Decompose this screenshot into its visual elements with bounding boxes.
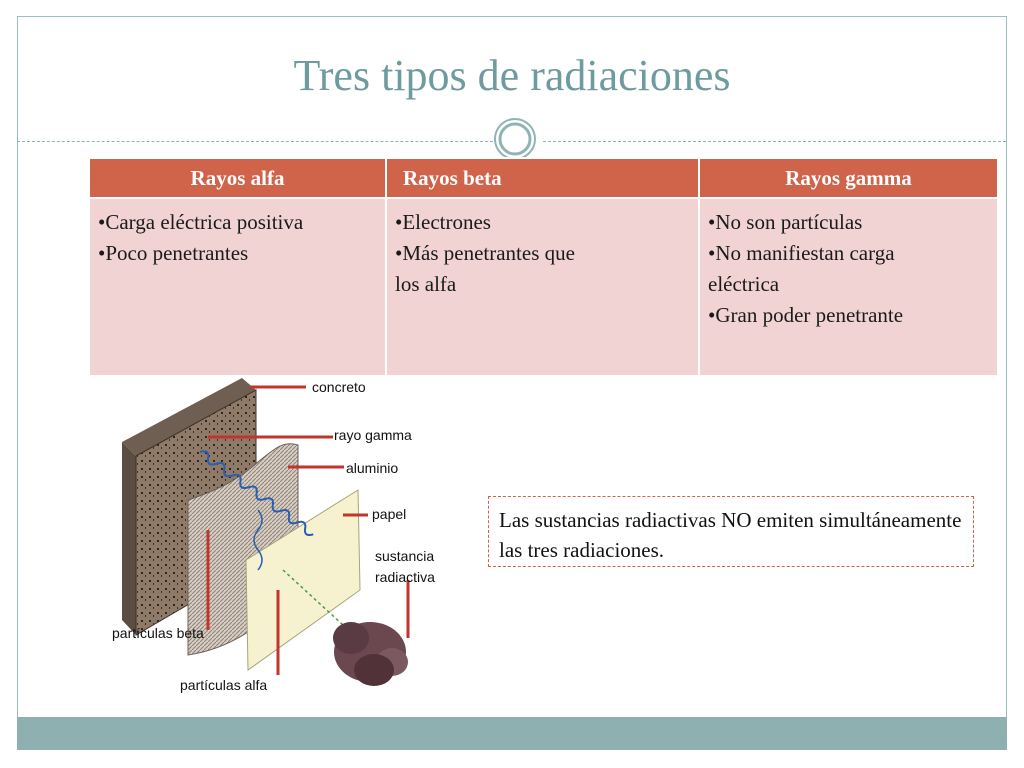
table-header-row: Rayos alfa Rayos beta Rayos gamma [88,157,999,199]
slide-border-left [17,16,18,746]
table-row: •Carga eléctrica positiva •Poco penetran… [88,197,999,377]
gamma-line-4: •Gran poder penetrante [708,303,904,327]
label-radiactiva: radiactiva [375,569,435,585]
beta-particle-path [253,509,263,571]
alpha-line-2: •Poco penetrantes [98,241,249,265]
alpha-particle-path [282,569,344,626]
label-leaders [206,385,410,675]
gamma-line-2: •No manifiestan carga [708,241,895,265]
radiation-penetration-diagram: concreto rayo gamma aluminio papel susta… [112,378,435,693]
radioactive-substance [333,622,408,686]
gamma-line-1: •No son partículas [708,210,863,234]
beta-line-2: •Más penetrantes que [395,241,575,265]
header-gamma: Rayos gamma [698,157,999,199]
gamma-line-3: eléctrica [708,272,780,296]
cell-beta: •Electrones •Más penetrantes que los alf… [385,197,700,377]
slide-title: Tres tipos de radiaciones [293,51,731,100]
label-rayo-gamma: rayo gamma [334,427,412,443]
paper-sheet [245,489,361,671]
slide-border-top [17,16,1007,17]
header-alpha: Rayos alfa [88,157,387,199]
cell-gamma: •No son partículas •No manifiestan carga… [698,197,999,377]
beta-line-3: los alfa [395,272,457,296]
label-sustancia: sustancia [375,548,434,564]
title-divider-left [17,141,493,142]
note-box: Las sustancias radiactivas NO emiten sim… [488,496,974,567]
radiation-table: Rayos alfa Rayos beta Rayos gamma •Carga… [88,157,999,377]
cell-alpha: •Carga eléctrica positiva •Poco penetran… [88,197,387,377]
title-divider-right [543,141,1006,142]
label-particulas-alfa: partículas alfa [180,677,267,693]
label-concreto: concreto [312,379,366,395]
alpha-line-1: •Carga eléctrica positiva [98,210,304,234]
footer-bar [17,717,1007,750]
label-particulas-beta: partículas beta [112,625,204,641]
slide-border-right [1006,16,1007,746]
beta-line-1: •Electrones [395,210,491,234]
gamma-ray-wave [199,450,314,537]
header-beta: Rayos beta [385,157,700,199]
label-papel: papel [372,506,406,522]
divider-ring-icon [494,118,536,160]
label-aluminio: aluminio [346,460,398,476]
